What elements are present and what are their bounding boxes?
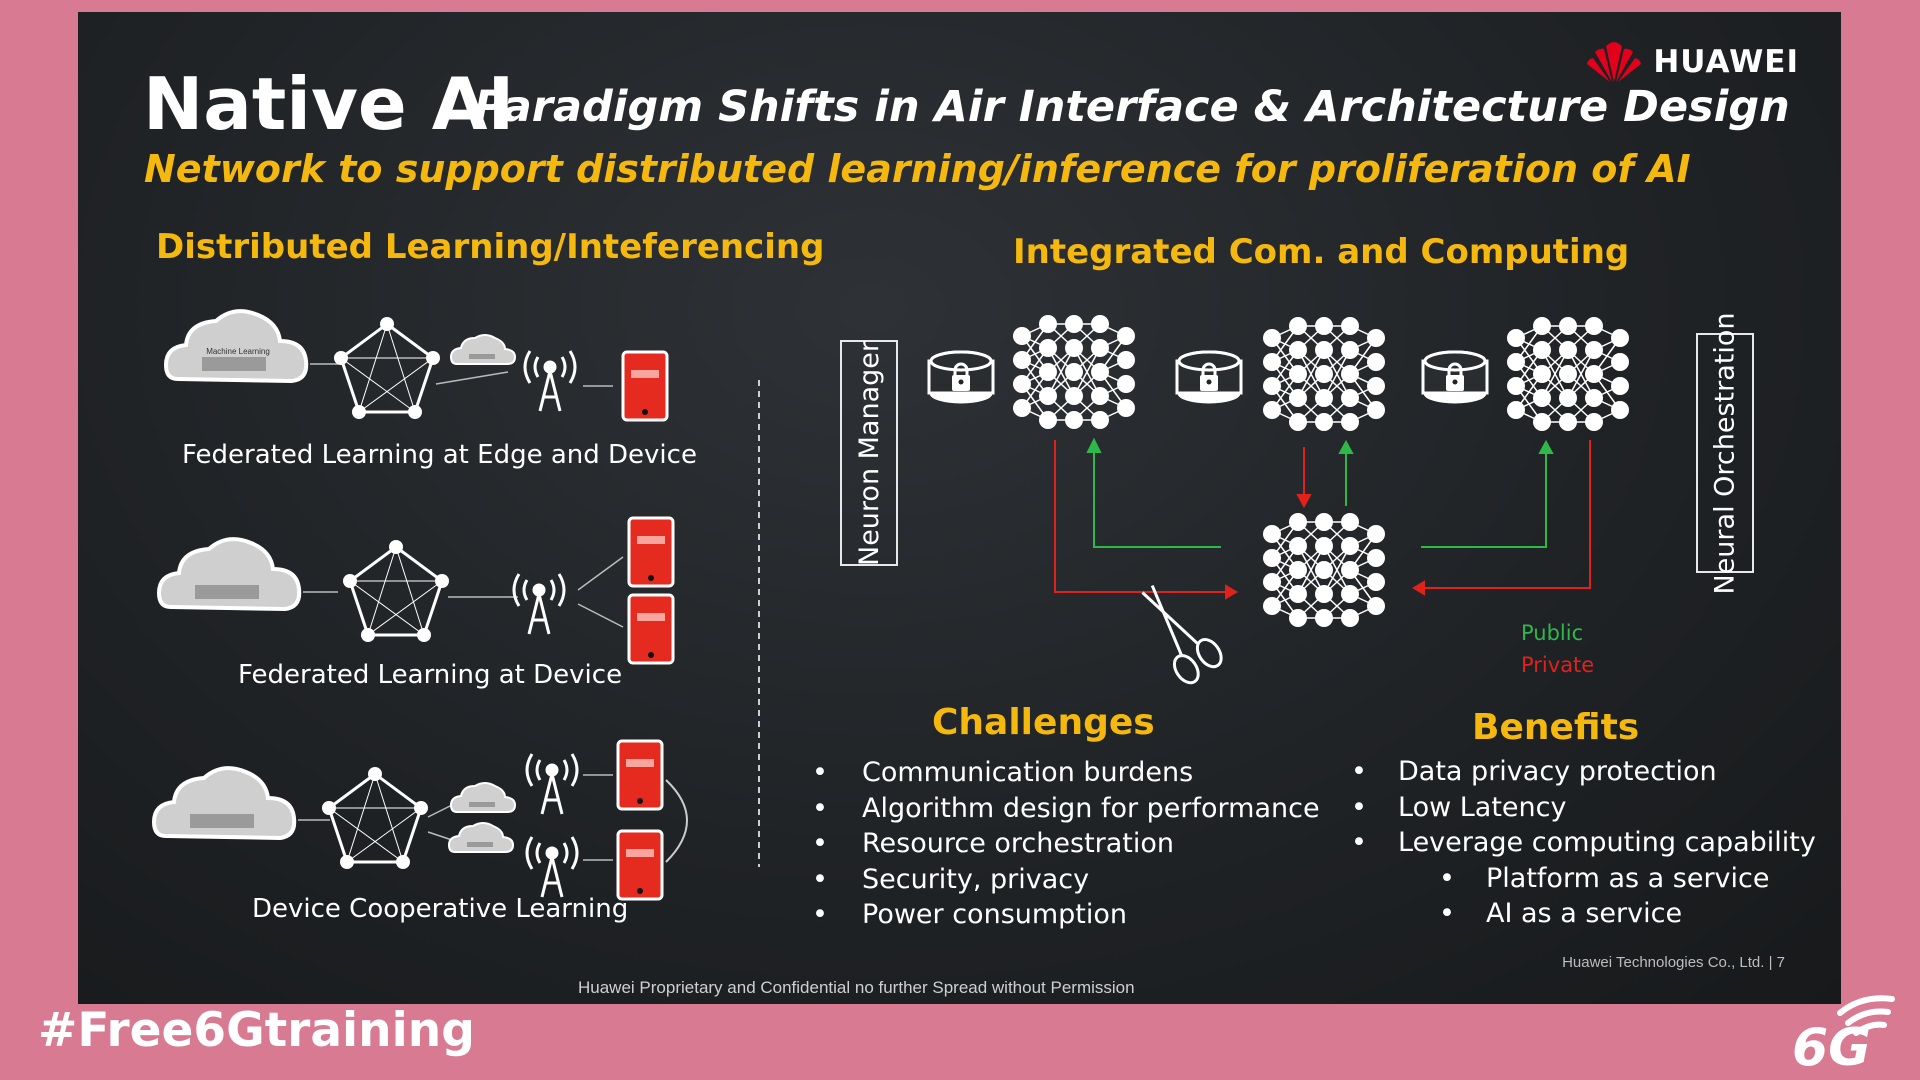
confidential-footer: Huawei Proprietary and Confidential no f… xyxy=(578,978,1135,997)
database-lock-icon xyxy=(1421,350,1489,404)
list-item: Communication burdens xyxy=(812,755,1320,791)
scenario-caption: Device Cooperative Learning xyxy=(252,894,629,924)
scenario-federated-device xyxy=(157,516,675,665)
legend-public: Public xyxy=(1521,621,1584,645)
diagram-canvas: Machine Learning xyxy=(152,309,1630,901)
cloud-icon xyxy=(157,537,302,611)
network-pentagon-icon xyxy=(341,538,451,644)
list-item: Low Latency xyxy=(1351,790,1816,826)
scenario-federated-edge-device: Machine Learning xyxy=(164,309,669,422)
integrated-architecture xyxy=(927,314,1630,685)
list-item: Data privacy protection xyxy=(1351,754,1816,790)
company-page-number: Huawei Technologies Co., Ltd. | 7 xyxy=(1562,954,1785,971)
scenario-caption: Federated Learning at Edge and Device xyxy=(182,440,697,470)
list-item: Security, privacy xyxy=(812,862,1320,898)
list-item: Resource orchestration xyxy=(812,826,1320,862)
challenges-list: Communication burdens Algorithm design f… xyxy=(812,755,1320,933)
hashtag-label: #Free6Gtraining xyxy=(38,1003,475,1058)
list-item: Leverage computing capability xyxy=(1351,825,1816,861)
neural-orchestration-label: Neural Orchestration xyxy=(1709,312,1741,594)
cloud-label: Machine Learning xyxy=(206,347,270,356)
edge-cloud-icon xyxy=(448,822,514,853)
phone-icon xyxy=(627,593,675,665)
neural-network-icon xyxy=(1012,314,1136,430)
phone-icon xyxy=(616,739,664,811)
antenna-tower-icon xyxy=(525,752,579,816)
6g-logo-icon: 6G xyxy=(1792,995,1895,1070)
scenario-caption: Federated Learning at Device xyxy=(238,660,623,690)
phone-icon xyxy=(627,516,675,588)
antenna-tower-icon xyxy=(525,835,579,899)
left-section-heading: Distributed Learning/Inteferencing xyxy=(156,227,825,267)
list-item: Algorithm design for performance xyxy=(812,791,1320,827)
legend-private: Private xyxy=(1521,653,1595,677)
phone-icon xyxy=(616,829,664,901)
database-lock-icon xyxy=(1175,350,1243,404)
benefits-heading: Benefits xyxy=(1472,707,1640,748)
scenario-device-cooperative xyxy=(152,739,688,901)
page-subtitle: Paradigm Shifts in Air Interface & Archi… xyxy=(474,82,1790,132)
scissors-icon xyxy=(1141,585,1223,685)
benefits-list: Data privacy protection Low Latency Leve… xyxy=(1351,754,1816,932)
list-item: Power consumption xyxy=(812,897,1320,933)
antenna-tower-icon xyxy=(523,349,577,413)
network-pentagon-icon xyxy=(320,765,430,871)
huawei-petal-icon xyxy=(1587,42,1642,82)
page-title: Native AI xyxy=(143,62,515,146)
6g-logo-text: 6G xyxy=(1792,1018,1871,1070)
network-pentagon-icon xyxy=(332,315,442,421)
database-lock-icon xyxy=(927,350,995,404)
tagline: Network to support distributed learning/… xyxy=(144,147,1691,191)
right-section-heading: Integrated Com. and Computing xyxy=(1013,232,1630,272)
list-subitem: AI as a service xyxy=(1398,896,1816,932)
antenna-tower-icon xyxy=(512,572,566,636)
challenges-heading: Challenges xyxy=(932,702,1155,743)
huawei-logo: HUAWEI xyxy=(1585,40,1799,84)
cloud-icon xyxy=(152,766,297,840)
neuron-manager-box: Neuron Manager xyxy=(840,340,898,566)
phone-icon xyxy=(621,350,669,422)
slide: HUAWEI Native AI Paradigm Shifts in Air … xyxy=(78,12,1841,1004)
neural-network-icon xyxy=(1262,512,1386,628)
neural-orchestration-box: Neural Orchestration xyxy=(1696,312,1754,594)
edge-cloud-icon xyxy=(450,782,516,813)
neural-network-icon xyxy=(1262,316,1386,432)
list-subitem: Platform as a service xyxy=(1398,861,1816,897)
neural-network-icon xyxy=(1506,316,1630,432)
edge-cloud-icon xyxy=(450,334,516,365)
neuron-manager-label: Neuron Manager xyxy=(853,340,885,566)
huawei-logo-text: HUAWEI xyxy=(1653,44,1799,80)
